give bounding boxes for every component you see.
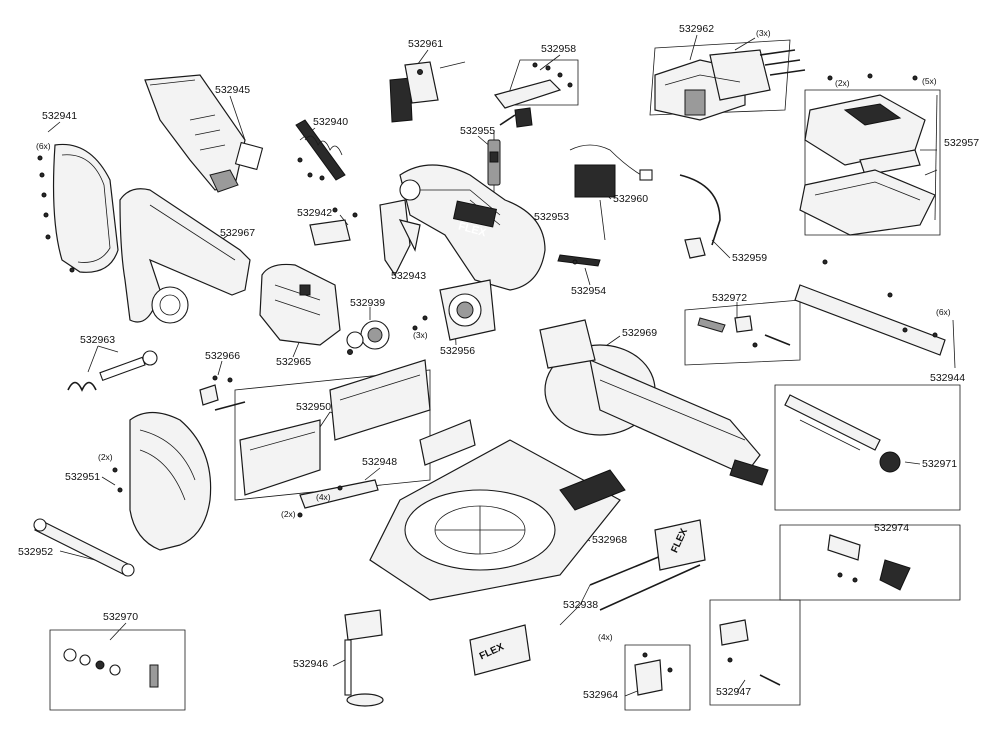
part-label-532960: 532960	[613, 193, 649, 205]
armature-part	[487, 114, 516, 195]
handle-part	[119, 188, 251, 324]
bevel-lock-kit-part	[697, 315, 791, 348]
cable-guard-part	[679, 174, 721, 259]
fence-part	[239, 359, 476, 496]
pivot-spring-part	[67, 350, 158, 392]
clamp-bracket-part	[309, 207, 358, 246]
miter-detent-kit-part	[634, 652, 673, 696]
quantity-label: (4x)	[316, 492, 331, 502]
group-outlines	[49, 39, 961, 711]
quantity-label: (2x)	[281, 509, 296, 519]
quantity-label: (6x)	[36, 141, 51, 151]
bearing-part	[346, 320, 390, 355]
part-label-532959: 532959	[732, 252, 768, 264]
quantity-label: (5x)	[922, 76, 937, 86]
part-label-532945: 532945	[215, 84, 251, 96]
part-label-532951: 532951	[65, 471, 101, 483]
belt-cover-gasket-part	[37, 143, 119, 273]
quantity-label: (2x)	[835, 78, 850, 88]
part-label-532941: 532941	[42, 110, 78, 122]
part-label-532955: 532955	[460, 125, 496, 137]
handle-switch-kit-part	[493, 62, 573, 128]
part-label-532948: 532948	[362, 456, 398, 468]
part-label-532961: 532961	[408, 38, 444, 50]
hold-down-clamp-part	[344, 609, 384, 707]
control-board-part	[569, 144, 653, 241]
part-label-532954: 532954	[571, 285, 607, 297]
small-bracket-part	[557, 254, 601, 267]
clamp-kit-part	[719, 619, 781, 686]
lock-kit-part	[199, 375, 246, 411]
part-label-532968: 532968	[592, 534, 628, 546]
bevel-kit-part	[827, 534, 911, 591]
part-label-532971: 532971	[922, 458, 958, 470]
part-label-532972: 532972	[712, 292, 748, 304]
extension-support-part	[469, 519, 706, 676]
gearbox-part	[412, 279, 496, 341]
part-label-532957: 532957	[944, 137, 980, 149]
part-label-532969: 532969	[622, 327, 658, 339]
part-label-532943: 532943	[391, 270, 427, 282]
part-label-532939: 532939	[350, 297, 386, 309]
hardware-kit-part	[63, 648, 159, 688]
part-label-532967: 532967	[220, 227, 256, 239]
lower-guard-part	[379, 199, 421, 277]
base-turntable-part	[369, 439, 626, 601]
part-label-532970: 532970	[103, 611, 139, 623]
part-label-532974: 532974	[874, 522, 910, 534]
bevel-arm-part	[539, 319, 769, 486]
part-label-532947: 532947	[716, 686, 752, 698]
part-label-532942: 532942	[297, 207, 333, 219]
part-label-532963: 532963	[80, 334, 116, 346]
wrench-part	[33, 518, 135, 577]
rail-part	[794, 259, 946, 356]
part-label-532956: 532956	[440, 345, 476, 357]
quantity-label: (4x)	[598, 632, 613, 642]
motor-endcap-part	[259, 263, 341, 346]
battery-case-part	[799, 73, 936, 236]
part-label-532966: 532966	[205, 350, 241, 362]
upper-arm-guard-part	[399, 164, 546, 291]
part-label-532946: 532946	[293, 658, 329, 670]
part-label-532940: 532940	[313, 116, 349, 128]
quantity-label: (2x)	[98, 452, 113, 462]
blade-guard-part	[112, 411, 212, 551]
part-label-532938: 532938	[563, 599, 599, 611]
part-label-532958: 532958	[541, 43, 577, 55]
dust-chute-part	[144, 74, 264, 193]
switch-part	[389, 61, 466, 123]
part-label-532964: 532964	[583, 689, 619, 701]
spring-part	[295, 119, 346, 181]
motor-housing-part	[654, 49, 806, 121]
part-label-532950: 532950	[296, 401, 332, 413]
quantity-label: (3x)	[756, 28, 771, 38]
quantity-label: (6x)	[936, 307, 951, 317]
fence-extension-part	[297, 479, 379, 518]
slide-rod-part	[784, 394, 901, 473]
part-label-532962: 532962	[679, 23, 715, 35]
part-label-532953: 532953	[534, 211, 570, 223]
part-label-532944: 532944	[930, 372, 966, 384]
part-label-532965: 532965	[276, 356, 312, 368]
part-label-532952: 532952	[18, 546, 54, 558]
quantity-label: (3x)	[413, 330, 428, 340]
